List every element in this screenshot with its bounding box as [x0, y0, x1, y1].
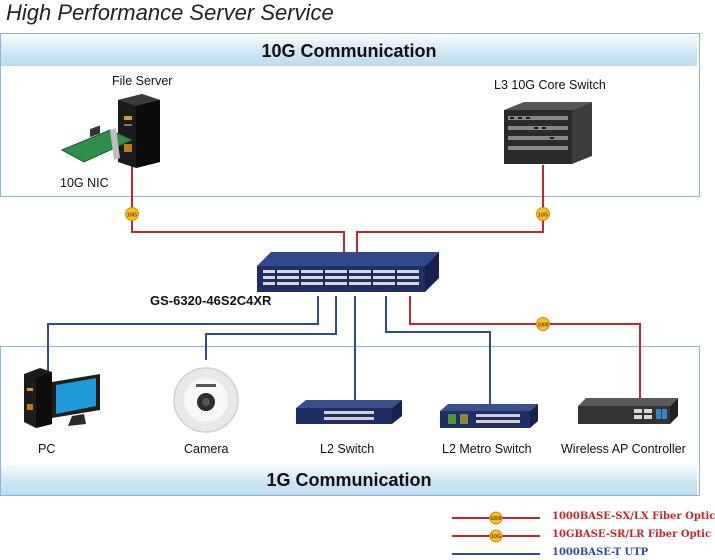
l2-switch-icon: [296, 400, 402, 424]
svg-text:10G: 10G: [127, 212, 137, 218]
legend-badge-1000: 1000: [489, 511, 503, 525]
link-camera: [205, 296, 337, 360]
l2-metro-switch-label: L2 Metro Switch: [442, 442, 532, 456]
svg-text:1000: 1000: [490, 516, 501, 522]
core-switch-label: L3 10G Core Switch: [494, 78, 606, 92]
legend-label-1000sx: 1000BASE-SX/LX Fiber Optic: [552, 511, 715, 522]
camera-label: Camera: [184, 442, 229, 456]
legend-label-utp: 1000BASE-T UTP: [552, 547, 649, 558]
file-server-icon: [60, 94, 160, 168]
link-file-server: [131, 165, 345, 252]
legend-badge-10g: 10G: [489, 529, 503, 543]
link-l2-metro: [385, 296, 491, 404]
l2-switch-label: L2 Switch: [320, 442, 375, 456]
ap-controller-label: Wireless AP Controller: [561, 442, 686, 456]
main-switch-model: GS-6320-46S2C4XR: [150, 293, 272, 308]
legend-label-10g: 10GBASE-SR/LR Fiber Optic: [552, 529, 712, 540]
camera-icon: [173, 367, 239, 433]
connection-lines: 10G 10G 1000 1000 10G: [47, 165, 641, 555]
pc-label: PC: [38, 442, 56, 456]
badge-1000-ap-controller: 1000: [536, 317, 550, 331]
link-core-switch: [356, 165, 544, 252]
ap-controller-icon: [578, 398, 678, 424]
svg-text:1000: 1000: [537, 322, 548, 328]
file-server-label: File Server: [112, 74, 173, 88]
link-ap-controller: [409, 296, 641, 398]
svg-text:10G: 10G: [491, 534, 501, 540]
main-switch-icon: [257, 252, 439, 292]
nic-label: 10G NIC: [60, 176, 109, 190]
section-10g-title: 10G Communication: [1, 36, 697, 66]
page-title: High Performance Server Service: [6, 0, 334, 25]
link-pc: [47, 296, 319, 380]
svg-text:10G: 10G: [538, 212, 548, 218]
l2-metro-switch-icon: [440, 404, 538, 428]
core-switch-icon: [504, 102, 592, 164]
badge-10g-file-server: 10G: [125, 207, 139, 221]
badge-10g-core-switch: 10G: [536, 207, 550, 221]
section-1g-title: 1G Communication: [1, 465, 697, 495]
pc-icon: [24, 368, 100, 428]
